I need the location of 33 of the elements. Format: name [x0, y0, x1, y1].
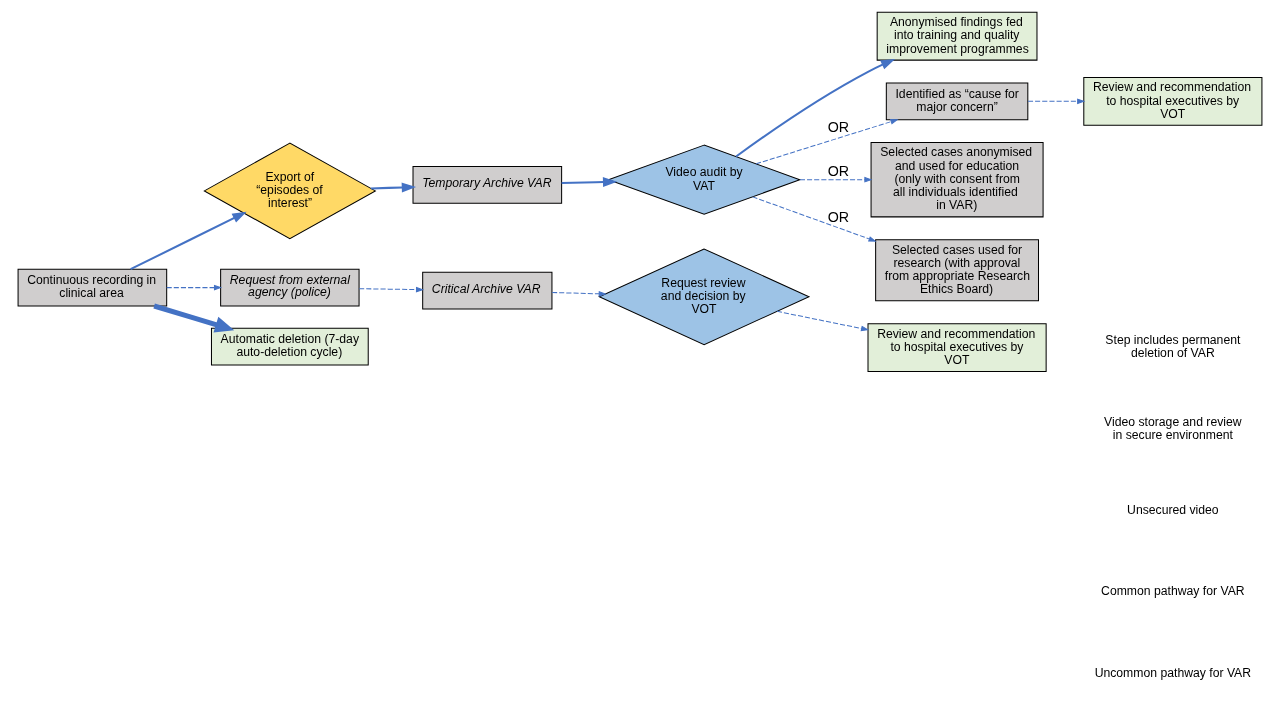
legend-label: Video storage and review in secure environment: [1104, 414, 1242, 442]
legend-label: Uncommon pathway for VAR: [1094, 665, 1252, 680]
edge-label: OR: [827, 119, 850, 136]
arrow: [1027, 98, 1086, 105]
arrow: [799, 176, 873, 183]
node-box: Request from external agency (police): [220, 268, 360, 307]
node-box: Identified as “cause for major concern”: [885, 82, 1029, 121]
arrow: [130, 211, 247, 271]
node-box: Anonymised findings fed into training and quality improvement programmes: [876, 11, 1038, 61]
arrow: [153, 303, 235, 333]
node-box: Review and recommendation to hospital executives by VOT: [867, 323, 1047, 373]
arrow: [755, 119, 899, 165]
node-box: Critical Archive VAR: [422, 271, 553, 310]
node-box: Selected cases used for research (with approval from appropriate Research Ethics Board): [875, 239, 1039, 302]
arrow: [166, 284, 223, 291]
node-box: Continuous recording in clinical area: [17, 268, 168, 307]
arrow: [358, 286, 425, 293]
node-box: Selected cases anonymised and used for education (only with consent from all individuals identified in VAR): [870, 142, 1044, 218]
edge-label: OR: [827, 162, 850, 179]
edge-label: OR: [827, 208, 850, 225]
arrow: [735, 58, 896, 158]
legend-label: Unsecured video: [1127, 502, 1219, 517]
legend-label: Step includes permanent deletion of VAR: [1105, 333, 1241, 361]
node-box: Automatic deletion (7-day auto-deletion cycle): [210, 327, 369, 366]
arrow: [752, 196, 877, 242]
legend-label: Common pathway for VAR: [1101, 584, 1245, 599]
node-diamond: Export of “episodes of interest”: [203, 142, 377, 240]
arrow: [370, 182, 417, 193]
node-box: Temporary Archive VAR: [412, 166, 563, 204]
arrow: [776, 310, 870, 332]
arrow: [551, 290, 607, 297]
node-box: Review and recommendation to hospital executives by VOT: [1083, 76, 1263, 126]
arrow: [561, 177, 618, 188]
